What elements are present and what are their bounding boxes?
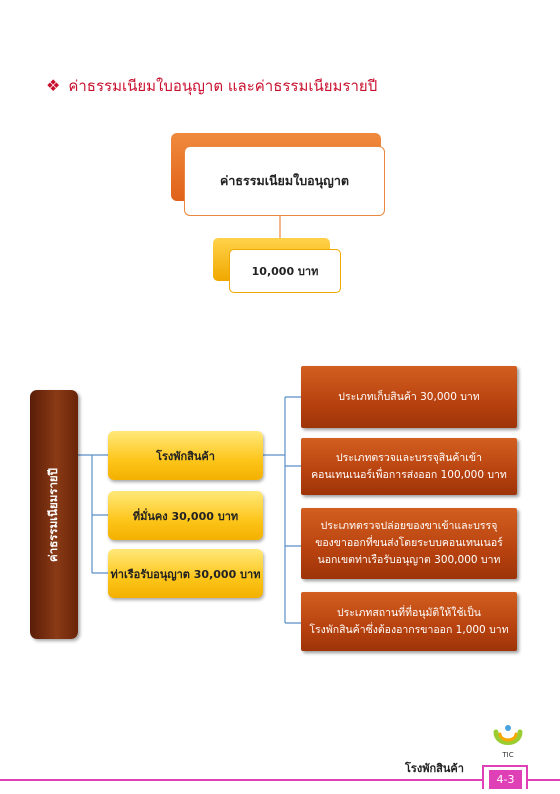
warehouse-type-inland-container: ประเภทตรวจปล่อยของขาเข้าและบรรจุ ของขาออ… [301,508,517,579]
warehouse-type-export-duty: ประเภทสถานที่ที่อนุมัติให้ใช้เป็น โรงพัก… [301,592,517,651]
footer-section-title: โรงพักสินค้า [405,762,464,775]
page-heading: ❖ ค่าธรรมเนียมใบอนุญาต และค่าธรรมเนียมรา… [46,74,377,98]
category-warehouse: โรงพักสินค้า [108,431,263,480]
warehouse-type-line: โรงพักสินค้าซึ่งต้องอากรขาออก 1,000 บาท [309,623,509,636]
heading-text: ค่าธรรมเนียมใบอนุญาต และค่าธรรมเนียมรายป… [68,77,378,95]
warehouse-type-line: ประเภทตรวจและบรรจุสินค้าเข้า [335,451,482,464]
warehouse-type-line: ของขาออกที่ขนส่งโดยระบบคอนเทนเนอร์ [315,537,503,549]
category-licensed-port: ท่าเรือรับอนุญาต 30,000 บาท [108,549,263,598]
annual-fee-root-box: ค่าธรรมเนียมรายปี [30,390,78,639]
footer-rule [0,779,560,781]
logo-text: TIC [501,751,513,759]
warehouse-type-line: ประเภทสถานที่ที่อนุมัติให้ใช้เป็น [336,606,481,619]
annual-fee-label: ค่าธรรมเนียมรายปี [46,467,60,562]
page-number-box: 4-3 [482,765,528,789]
warehouse-type-line: ประเภทเก็บสินค้า 30,000 บาท [338,390,480,403]
page-number: 4-3 [489,770,522,789]
warehouse-type-line: ประเภทตรวจปล่อยของขาเข้าและบรรจุ [320,520,498,532]
license-fee-box: ค่าธรรมเนียมใบอนุญาต [184,146,385,216]
warehouse-type-line: นอกเขตท่าเรือรับอนุญาต 300,000 บาท [317,554,501,566]
warehouse-type-storage: ประเภทเก็บสินค้า 30,000 บาท [301,366,517,428]
category-secure-place: ที่มั่นคง 30,000 บาท [108,491,263,540]
tic-logo-icon: TIC [493,725,523,759]
diamond-bullet-icon: ❖ [46,76,61,95]
license-fee-amount: 10,000 บาท [229,249,341,293]
warehouse-type-container-export: ประเภทตรวจและบรรจุสินค้าเข้า คอนเทนเนอร์… [301,438,517,495]
warehouse-type-line: คอนเทนเนอร์เพื่อการส่งออก 100,000 บาท [311,468,507,481]
